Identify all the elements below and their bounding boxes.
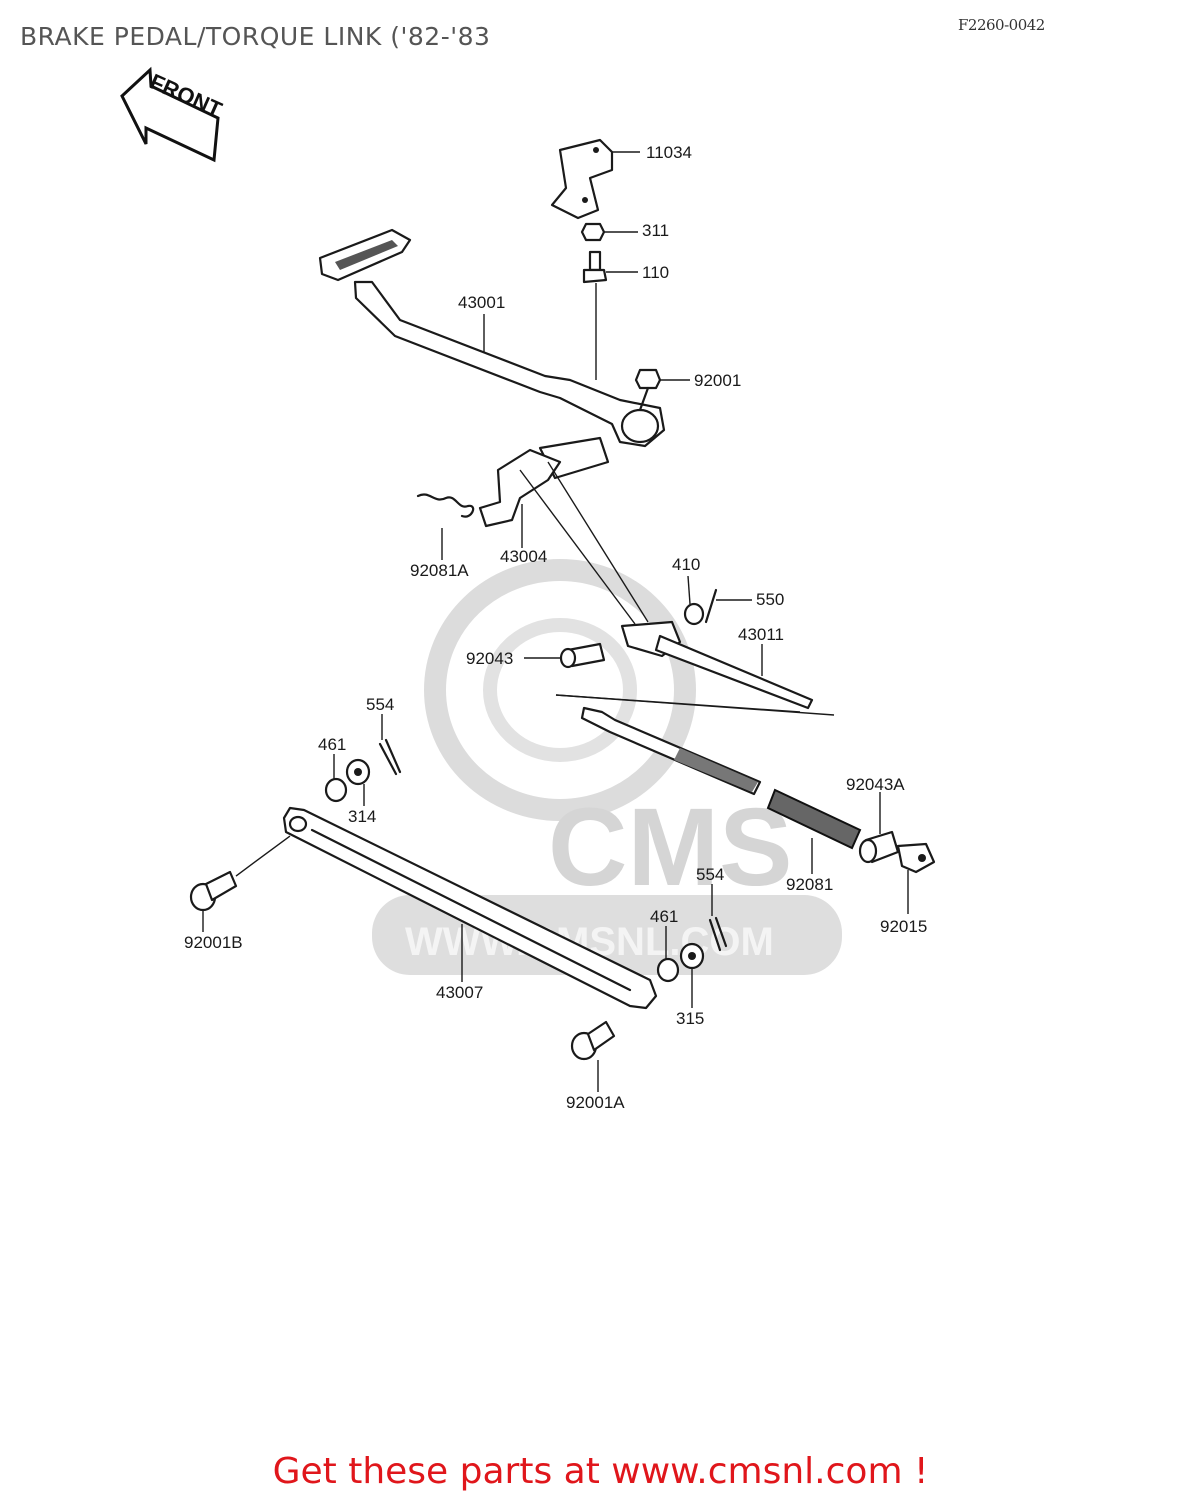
bolt-92001 bbox=[634, 368, 662, 412]
lever-43004 bbox=[478, 436, 610, 528]
callout-43007: 43007 bbox=[436, 983, 483, 1002]
callout-314: 314 bbox=[348, 807, 376, 826]
callout-550: 550 bbox=[756, 590, 784, 609]
callout-92001B: 92001B bbox=[184, 933, 243, 952]
bracket-11034 bbox=[550, 138, 614, 220]
pin-554-lower bbox=[708, 916, 728, 952]
pin-92043 bbox=[559, 642, 606, 669]
rod-43011 bbox=[519, 461, 814, 710]
callout-554-lower: 554 bbox=[696, 865, 724, 884]
brake-pedal-43001 bbox=[318, 228, 666, 448]
callout-554-upper: 554 bbox=[366, 695, 394, 714]
callout-labels: 11034 311 110 43001 92001 43004 92081A 4… bbox=[184, 143, 927, 1112]
torque-link-43007 bbox=[282, 806, 658, 1010]
callout-11034: 11034 bbox=[646, 143, 692, 162]
callout-92043A: 92043A bbox=[846, 775, 905, 794]
diagram-title: BRAKE PEDAL/TORQUE LINK ('82-'83 bbox=[20, 22, 491, 51]
nut-311 bbox=[580, 222, 606, 242]
diagram-code: F2260-0042 bbox=[958, 16, 1045, 34]
nut-92015 bbox=[896, 842, 936, 874]
callout-92015: 92015 bbox=[880, 917, 927, 936]
callout-92081A: 92081A bbox=[410, 561, 469, 580]
nut-314 bbox=[345, 758, 371, 786]
washer-461-lower bbox=[656, 957, 680, 983]
callout-43001: 43001 bbox=[458, 293, 505, 312]
washer-461-upper bbox=[324, 777, 348, 803]
callout-410: 410 bbox=[672, 555, 700, 574]
callout-461-upper: 461 bbox=[318, 735, 346, 754]
pin-92043A bbox=[858, 830, 900, 864]
callout-461-lower: 461 bbox=[650, 907, 678, 926]
callout-315: 315 bbox=[676, 1009, 704, 1028]
front-arrow-icon: FRONT bbox=[120, 66, 226, 163]
callout-311: 311 bbox=[642, 221, 669, 240]
callout-92043: 92043 bbox=[466, 649, 513, 668]
callout-43004: 43004 bbox=[500, 547, 547, 566]
callout-92001A: 92001A bbox=[566, 1093, 625, 1112]
spring-92081 bbox=[766, 788, 862, 850]
spring-92081A bbox=[416, 493, 475, 560]
pin-554-upper bbox=[378, 738, 402, 776]
watermark-brand: CMS bbox=[548, 786, 792, 909]
pin-550 bbox=[704, 588, 718, 624]
callout-92001: 92001 bbox=[694, 371, 741, 390]
callout-110: 110 bbox=[642, 263, 669, 282]
washer-410 bbox=[683, 602, 705, 626]
nut-315 bbox=[679, 942, 705, 970]
callout-43011: 43011 bbox=[738, 625, 784, 644]
bolt-92001B bbox=[189, 835, 291, 912]
bolt-92001A bbox=[570, 1020, 616, 1061]
callout-92081: 92081 bbox=[786, 875, 833, 894]
footer-cta-link[interactable]: Get these parts at www.cmsnl.com ! bbox=[272, 1451, 929, 1492]
leader-lines bbox=[202, 151, 909, 1092]
threaded-rod bbox=[580, 706, 762, 796]
bolt-110 bbox=[582, 250, 608, 380]
